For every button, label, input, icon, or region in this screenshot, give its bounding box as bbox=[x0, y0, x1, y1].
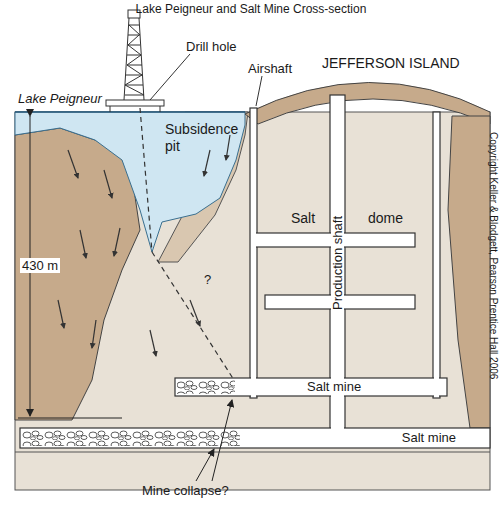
node-label: Production shaft bbox=[330, 216, 345, 310]
diagram-title: Lake Peigneur and Salt Mine Cross-sectio… bbox=[0, 2, 502, 17]
dimension-tick bbox=[18, 418, 122, 419]
feature-label: Subsidence pit bbox=[165, 121, 243, 155]
leader-line bbox=[256, 76, 262, 106]
drill-hole-line bbox=[140, 108, 152, 252]
collapse-rubble bbox=[22, 430, 240, 446]
mine-gallery: Salt mine bbox=[20, 428, 490, 448]
copyright-note: Copyright Keller & Blodgett, Pearson Pre… bbox=[487, 132, 499, 379]
fault-arrows bbox=[58, 135, 230, 356]
water-surface bbox=[15, 111, 245, 113]
node-label: Salt mine bbox=[307, 380, 361, 394]
callout-label: Drill hole bbox=[186, 39, 237, 54]
mine-outlines bbox=[20, 95, 490, 448]
place-name: JEFFERSON ISLAND bbox=[322, 55, 460, 72]
lake-water bbox=[15, 112, 245, 252]
leader-arrow bbox=[196, 449, 214, 481]
rock-layer-line bbox=[15, 452, 490, 453]
drill-rig bbox=[106, 10, 164, 112]
leader-arrow bbox=[212, 400, 232, 481]
feature-label: Salt bbox=[291, 210, 315, 227]
sediment-wall bbox=[15, 128, 140, 420]
dimension-label: 430 m bbox=[20, 258, 60, 273]
dome-flank bbox=[448, 116, 490, 428]
callout-label: Airshaft bbox=[248, 61, 292, 76]
inferred-path bbox=[152, 252, 234, 380]
callout-label: Mine collapse? bbox=[142, 483, 229, 498]
node-label: Salt mine bbox=[402, 431, 456, 445]
collapse-rubble bbox=[177, 380, 235, 394]
lake-name: Lake Peigneur bbox=[18, 91, 102, 106]
mine-openings bbox=[21, 96, 489, 447]
feature-label: dome bbox=[368, 210, 403, 227]
mine-gallery: Salt mine bbox=[175, 378, 447, 396]
leader-line bbox=[150, 54, 190, 100]
uncertainty-mark: ? bbox=[204, 272, 211, 287]
